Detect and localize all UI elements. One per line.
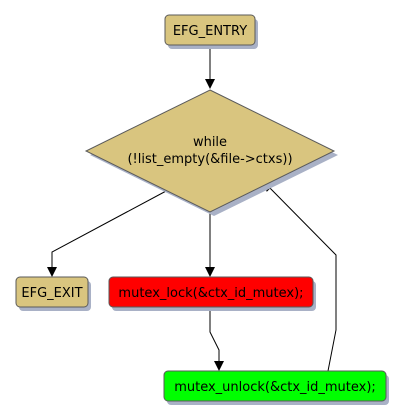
node-loop-label-line2: (!list_empty(&file->ctxs)) (127, 152, 292, 167)
node-unlock: mutex_unlock(&ctx_id_mutex); (163, 370, 389, 405)
node-lock-box (108, 276, 314, 308)
node-unlock-box (163, 370, 387, 402)
edge-unlock-to-loop (263, 181, 337, 372)
node-unlock-label: mutex_unlock(&ctx_id_mutex); (174, 380, 376, 395)
edges (47, 45, 337, 372)
node-entry-box (164, 14, 256, 46)
node-entry: EFG_ENTRY (164, 14, 258, 49)
node-exit-box (15, 276, 89, 308)
node-loop-diamond (84, 89, 336, 213)
node-loop-label-line1: while (193, 135, 227, 150)
node-lock: mutex_lock(&ctx_id_mutex); (108, 276, 316, 311)
edge-lock-to-unlock (209, 308, 224, 371)
node-lock-label: mutex_lock(&ctx_id_mutex); (118, 286, 303, 301)
node-exit: EFG_EXIT (15, 276, 91, 311)
node-entry-label: EFG_ENTRY (173, 24, 247, 39)
node-loop: while (!list_empty(&file->ctxs)) (84, 89, 338, 216)
node-exit-label: EFG_EXIT (21, 286, 82, 301)
edge-loop-to-exit (47, 189, 169, 277)
